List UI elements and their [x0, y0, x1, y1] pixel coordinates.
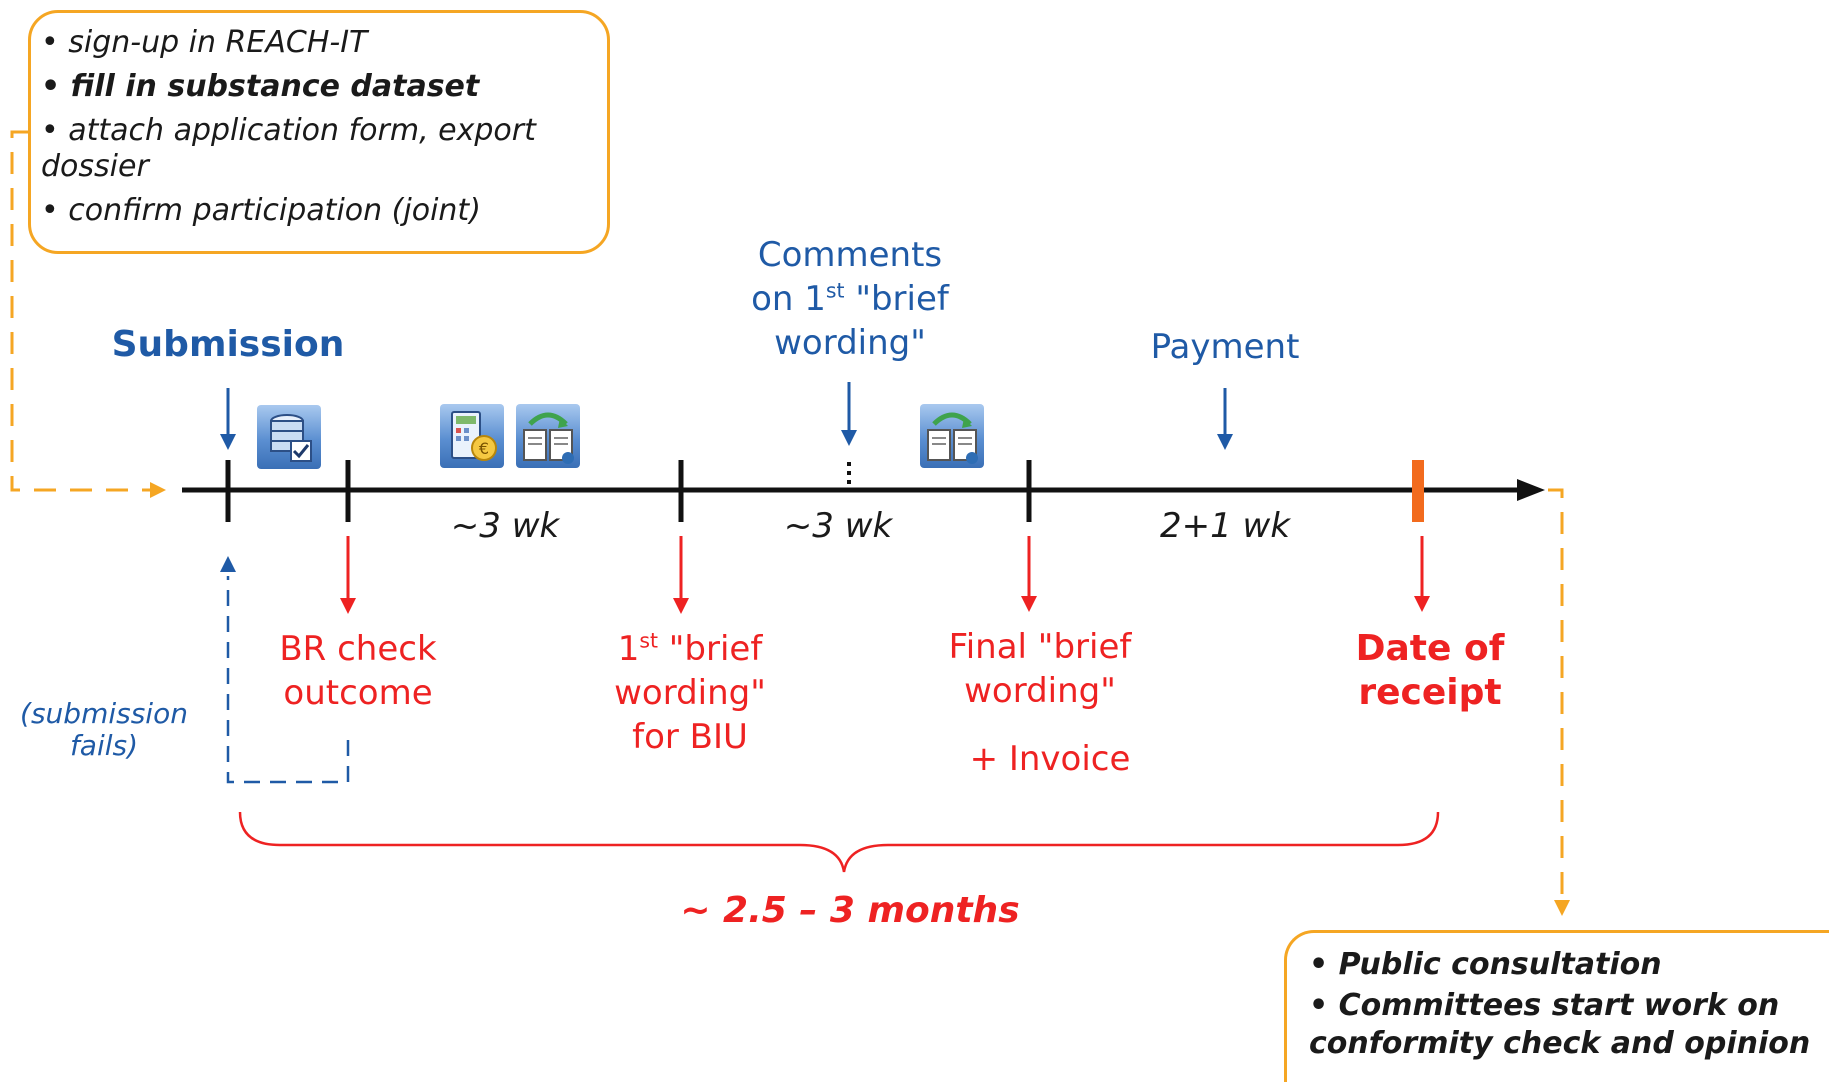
arrow-submission [220, 434, 236, 450]
document-transfer-icon [516, 404, 580, 468]
arrow-date-of-receipt [1414, 596, 1430, 612]
label-comments: Comments on 1st "brief wording" [751, 235, 949, 363]
prerequisite-item: • attach application form, export dossie… [41, 113, 536, 184]
arrow-final-brief [1021, 596, 1037, 612]
database-check-icon [257, 405, 321, 469]
prerequisite-item: • fill in substance dataset [41, 69, 480, 104]
prerequisite-item: • sign-up in REACH-IT [41, 25, 368, 60]
orange-dashed-connector-in [10, 130, 150, 492]
label-invoice: + Invoice [969, 739, 1131, 779]
arrow-payment [1217, 434, 1233, 450]
arrow-br-check [340, 598, 356, 614]
post-receipt-box: • Public consultation • Committees start… [1284, 930, 1829, 1082]
duration-3: 2+1 wk [1159, 506, 1291, 546]
arrow-comments [841, 430, 857, 446]
label-total-duration: ~ 2.5 – 3 months [680, 890, 1020, 931]
label-submission-fails: (submission fails) [20, 697, 188, 762]
timeline-arrowhead [1517, 479, 1545, 501]
failed-submission-loop [226, 576, 350, 784]
post-receipt-item: • Public consultation [1309, 947, 1662, 982]
svg-text:€: € [479, 439, 489, 458]
label-br-check-outcome: BR check outcome [279, 629, 437, 713]
duration-1: ~3 wk [450, 506, 560, 546]
duration-2: ~3 wk [783, 506, 893, 546]
arrow-first-brief [673, 598, 689, 614]
prerequisites-box: • sign-up in REACH-IT • fill in substanc… [28, 10, 610, 254]
post-receipt-item: • Committees start work on conformity ch… [1309, 988, 1811, 1061]
label-first-brief-wording: 1st "brief wording" for BIU [614, 628, 766, 757]
document-transfer-icon [920, 404, 984, 468]
orange-dashed-connector-out [1548, 488, 1564, 902]
label-final-brief-wording: Final "brief wording" [948, 627, 1132, 711]
label-payment: Payment [1150, 327, 1300, 367]
duration-brace [238, 811, 1440, 873]
calculator-invoice-icon: € [440, 404, 504, 468]
label-submission: Submission [111, 324, 345, 365]
prerequisite-item: • confirm participation (joint) [41, 193, 481, 228]
label-date-of-receipt: Date of receipt [1355, 628, 1505, 713]
